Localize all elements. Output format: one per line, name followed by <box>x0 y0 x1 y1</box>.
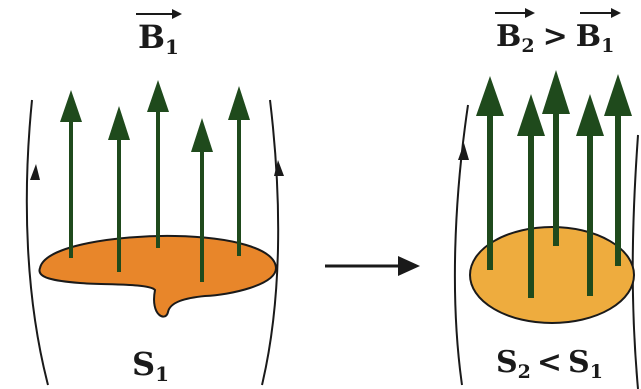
field-vector-arrow-icon <box>517 94 545 298</box>
field-vectors-left <box>60 80 250 282</box>
vector-arrow-icon <box>172 9 182 19</box>
field-vector-arrow-icon <box>476 76 504 270</box>
surface-s1 <box>38 234 278 318</box>
field-line-right-edge <box>631 134 639 389</box>
area-label-s2-lt-s1: S2<S1 <box>496 345 603 383</box>
field-vectors-right <box>476 70 632 298</box>
field-vector-arrow-icon <box>147 80 169 248</box>
field-vector-arrow-icon <box>60 90 82 258</box>
field-vector-arrow-icon <box>108 106 130 272</box>
field-line-left-inner <box>453 104 469 386</box>
svg-text:B1: B1 <box>138 18 179 59</box>
surface-s2 <box>469 226 635 324</box>
field-vector-arrow-icon <box>228 86 250 256</box>
field-vector-arrow-icon <box>576 94 604 296</box>
field-line-right-arrow-icon <box>274 160 284 176</box>
field-label-b2-gt-b1: B2>B1 <box>495 8 621 57</box>
svg-text:B2>B1: B2>B1 <box>496 19 614 57</box>
field-line-left-arrow-icon <box>30 164 40 180</box>
left-panel: B1 S1 <box>25 9 284 386</box>
vector-arrow-icon <box>525 8 535 18</box>
area-label-s1: S1 <box>132 345 169 386</box>
right-panel: B2>B1 S2<S1 <box>453 8 639 389</box>
field-vector-arrow-icon <box>604 74 632 266</box>
field-line-left-arrow-icon <box>458 143 469 160</box>
transition-arrow-icon <box>325 256 420 276</box>
field-vector-arrow-icon <box>542 70 570 246</box>
vector-arrow-icon <box>611 8 621 18</box>
field-line-left-outer <box>25 99 49 386</box>
field-label-b1: B1 <box>136 9 182 59</box>
field-line-right-outer <box>261 99 280 386</box>
field-vector-arrow-icon <box>191 118 213 282</box>
